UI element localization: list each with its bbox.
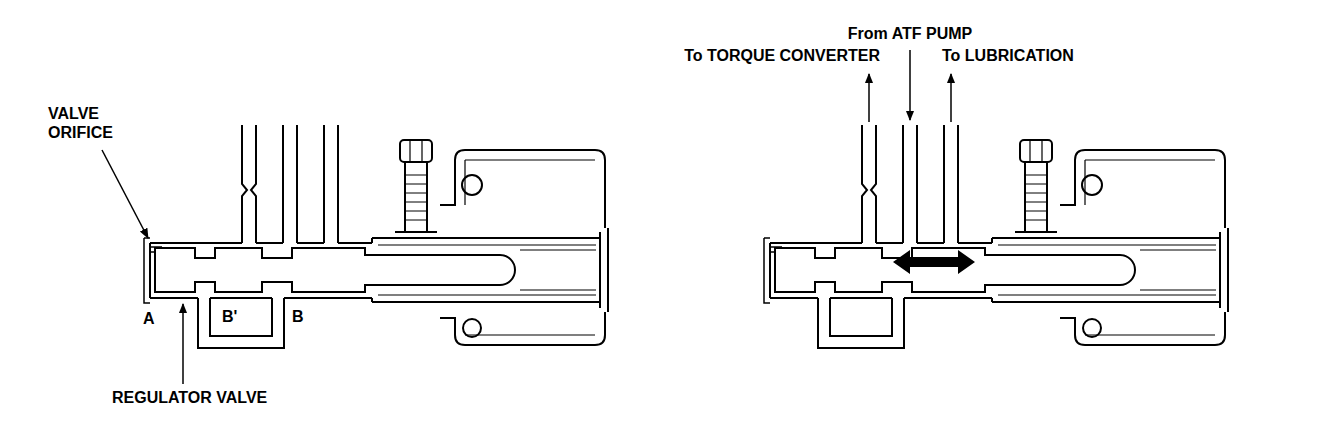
regulator-valve-section <box>144 125 608 348</box>
flow-label: To TORQUE CONVERTER <box>684 46 880 65</box>
leader-line <box>182 304 184 384</box>
flow-arrow <box>909 50 911 120</box>
port-letter: A <box>143 309 155 328</box>
leader-line <box>102 150 148 238</box>
part-name: REGULATOR VALVE <box>112 388 267 407</box>
flow-arrow <box>950 74 952 122</box>
part-name: VALVE ORIFICE <box>48 104 138 142</box>
regulator-valve-section-moving <box>764 125 1228 348</box>
flow-label: To LUBRICATION <box>942 46 1074 65</box>
flow-arrow <box>868 74 870 122</box>
port-letter: B <box>292 307 304 326</box>
flow-label: From ATF PUMP <box>848 24 972 43</box>
port-letter: B' <box>222 307 237 326</box>
movement-arrow <box>893 250 975 274</box>
